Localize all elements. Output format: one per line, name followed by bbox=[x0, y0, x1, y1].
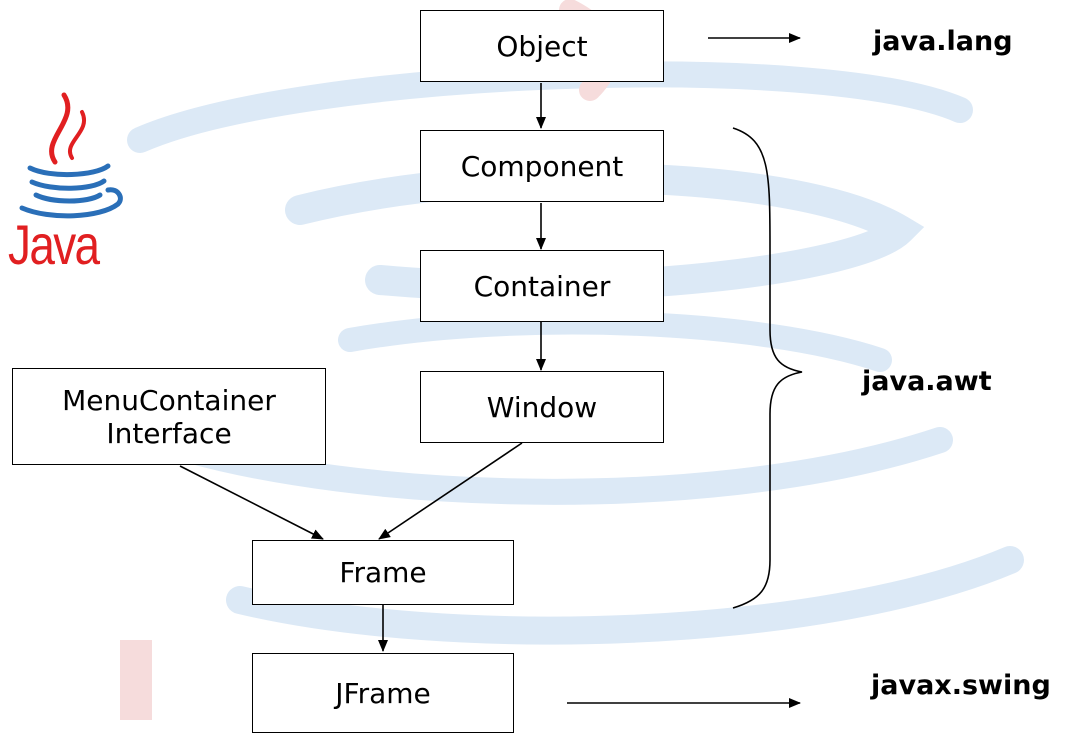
package-label-javax-swing: javax.swing bbox=[871, 670, 1051, 701]
java-logo-icon bbox=[19, 92, 123, 219]
java-watermark bbox=[117, 0, 1024, 720]
awt-brace bbox=[732, 127, 803, 609]
node-jframe-label: JFrame bbox=[335, 676, 431, 710]
node-component-label: Component bbox=[460, 149, 624, 183]
node-container: Container bbox=[420, 250, 664, 322]
java-logo-text: Java bbox=[8, 213, 100, 276]
node-frame: Frame bbox=[252, 540, 514, 605]
edge-window-frame bbox=[378, 442, 523, 540]
node-window-label: Window bbox=[486, 390, 598, 424]
node-container-label: Container bbox=[473, 269, 611, 303]
node-menucontainer-label-line2: Interface bbox=[106, 416, 232, 450]
node-component: Component bbox=[420, 130, 664, 202]
package-label-java-lang: java.lang bbox=[873, 26, 1013, 57]
node-menucontainer-label-line1: MenuContainer bbox=[62, 383, 276, 417]
node-object-label: Object bbox=[496, 29, 588, 63]
package-label-java-awt: java.awt bbox=[862, 366, 992, 397]
node-jframe: JFrame bbox=[252, 653, 514, 733]
node-object: Object bbox=[420, 10, 664, 82]
node-menucontainer-interface: MenuContainer Interface bbox=[12, 368, 326, 465]
edge-menucontainer-frame bbox=[179, 465, 324, 540]
node-window: Window bbox=[420, 371, 664, 443]
node-frame-label: Frame bbox=[339, 556, 427, 589]
